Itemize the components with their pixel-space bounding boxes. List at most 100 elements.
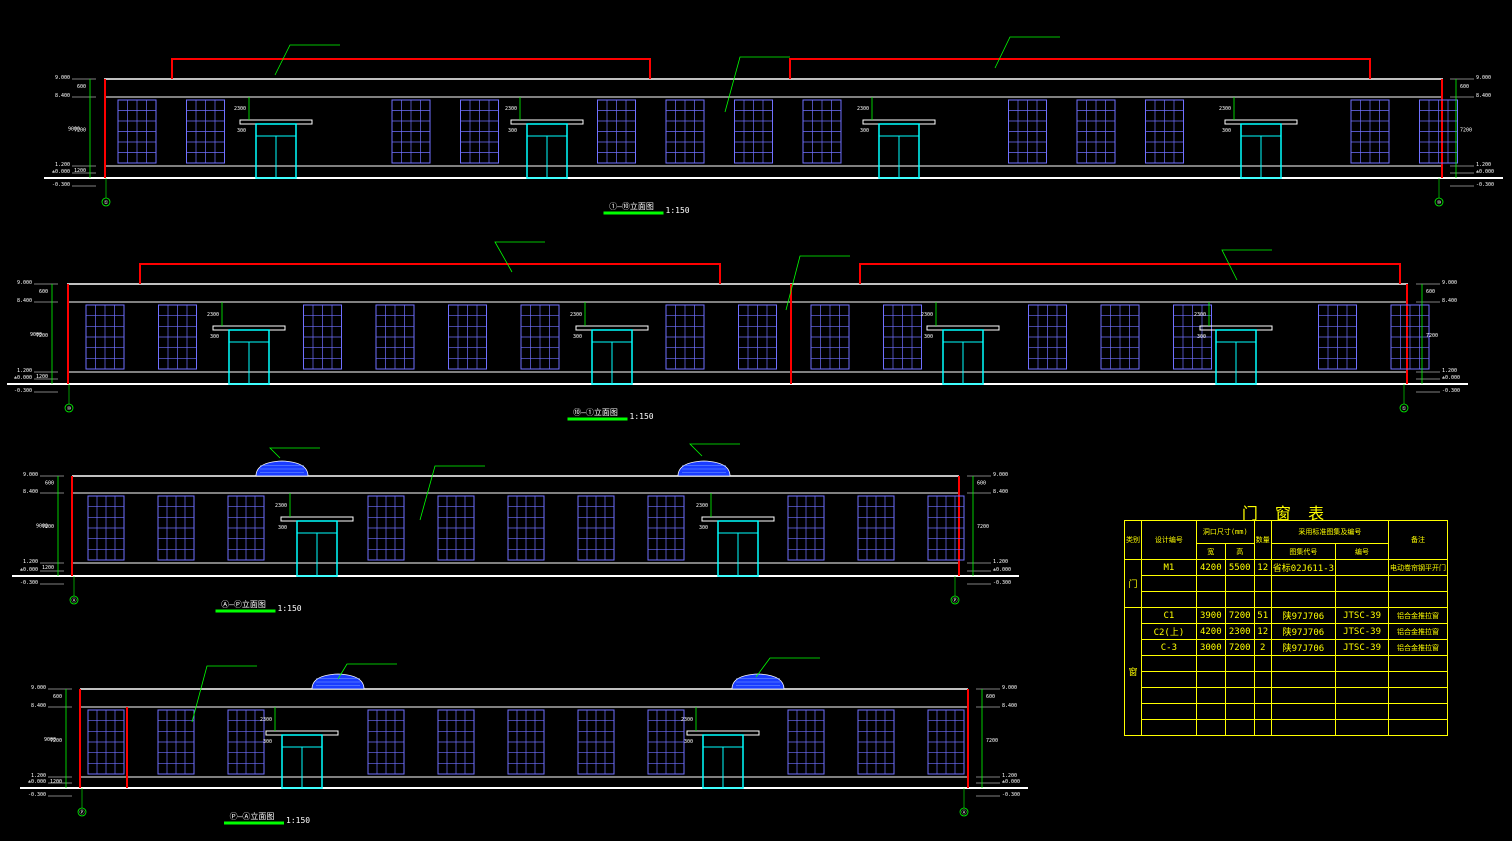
hdr-size: 洞口尺寸(mm) <box>1195 520 1255 544</box>
cell-note: 铝合金推拉窗 <box>1388 607 1448 624</box>
window <box>303 304 342 370</box>
dim-text: 600 <box>1460 84 1469 90</box>
annotation-leader <box>337 663 397 680</box>
window <box>1390 304 1430 370</box>
cell-atlas: 陕97J706 <box>1270 639 1337 656</box>
elevation-scale: 1:150 <box>286 816 310 825</box>
level-mark-right: ±0.000 <box>1442 375 1460 381</box>
dim-text: 1200 <box>50 779 62 785</box>
door-dim-height: 2300 <box>681 717 693 723</box>
window <box>647 495 685 561</box>
axis-label: ⑩ <box>1437 200 1442 206</box>
door-dim-height: 2300 <box>505 106 517 112</box>
door-dim-canopy: 300 <box>699 525 708 531</box>
dim-text: 7200 <box>1460 128 1472 134</box>
cell-code: C1 <box>1141 607 1197 624</box>
elevation-title-text: ⑩–①立面图 <box>573 407 618 417</box>
window <box>186 99 225 164</box>
door-dim-height: 2300 <box>234 106 246 112</box>
door-dim-height: 2300 <box>921 312 933 318</box>
dim-text: 600 <box>77 84 86 90</box>
parapet <box>789 58 1371 79</box>
axis-bubble <box>101 197 111 207</box>
cell-w: 4200 <box>1195 623 1226 640</box>
level-mark-left: 9.000 <box>17 280 32 286</box>
level-mark-left: -0.300 <box>52 182 70 188</box>
table-row: C-3 3000 7200 2 陕97J706 JTSC-39 铝合金推拉窗 <box>1125 639 1448 656</box>
cell-h: 5500 <box>1224 559 1255 576</box>
dim-text: 9000 <box>30 332 42 338</box>
window <box>227 709 265 775</box>
skylight <box>731 673 785 690</box>
window <box>157 495 195 561</box>
level-mark-left: 8.400 <box>23 489 38 495</box>
window <box>665 304 705 370</box>
level-mark-right: ±0.000 <box>1476 169 1494 175</box>
dim-text: 9000 <box>36 524 48 530</box>
cell-num: JTSC-39 <box>1335 623 1389 640</box>
axis-label: ① <box>1402 406 1407 412</box>
door-dim-height: 2300 <box>570 312 582 318</box>
axis-bubble <box>64 403 74 413</box>
window <box>87 495 125 561</box>
door-dim-canopy: 300 <box>924 334 933 340</box>
dim-text: 7200 <box>50 738 62 744</box>
cell-h: 2300 <box>1224 623 1255 640</box>
dim-text: 600 <box>977 481 986 487</box>
parapet <box>171 58 651 79</box>
level-mark-right: 8.400 <box>1476 93 1491 99</box>
door-dim-canopy: 300 <box>684 739 693 745</box>
level-mark-left: 9.000 <box>55 75 70 81</box>
elevation-scale: 1:150 <box>278 604 302 613</box>
cell-w: 3000 <box>1195 639 1226 656</box>
schedule-table: 类别 设计编号 洞口尺寸(mm) 数量 采用标准图集及编号 备注 宽 高 图集代… <box>1124 520 1448 736</box>
window <box>665 99 705 164</box>
level-mark-right: -0.300 <box>993 580 1011 586</box>
window <box>87 709 125 775</box>
window <box>227 495 265 561</box>
window <box>810 304 850 370</box>
annotation-leader <box>269 447 320 459</box>
table-row <box>1125 671 1448 688</box>
dim-text: 600 <box>45 481 54 487</box>
window <box>1350 99 1390 164</box>
level-mark-left: 1.200 <box>55 162 70 168</box>
window <box>507 709 545 775</box>
table-row: 门 M1 4200 5500 12 省标02J611-3 电动卷帘钢平开门 <box>1124 559 1448 608</box>
window <box>85 304 125 370</box>
hdr-type: 类别 <box>1124 520 1142 560</box>
window <box>158 304 197 370</box>
cell-n: 2 <box>1253 639 1272 656</box>
level-mark-right: -0.300 <box>1002 792 1020 798</box>
cell-atlas: 省标02J611-3 <box>1270 559 1337 576</box>
door-dim-height: 2300 <box>857 106 869 112</box>
door-dim-canopy: 300 <box>210 334 219 340</box>
level-mark-left: -0.300 <box>20 580 38 586</box>
parapet <box>859 263 1401 284</box>
axis-bubble <box>1399 403 1409 413</box>
level-mark-left: ±0.000 <box>20 567 38 573</box>
window <box>577 709 615 775</box>
parapet <box>139 263 721 284</box>
level-mark-left: 9.000 <box>23 472 38 478</box>
dim-text: 7200 <box>74 128 86 134</box>
level-mark-left: 1.200 <box>31 773 46 779</box>
axis-bubble <box>1434 197 1444 207</box>
skylight <box>255 460 309 477</box>
window <box>738 304 777 370</box>
level-mark-right: 1.200 <box>1442 368 1457 374</box>
schedule-title: 门 窗 表 <box>1241 504 1331 523</box>
window <box>857 495 895 561</box>
axis-bubble <box>959 807 969 817</box>
window <box>1173 304 1212 370</box>
cell-num: JTSC-39 <box>1335 607 1389 624</box>
cell-num: JTSC-39 <box>1335 639 1389 656</box>
dim-text: 1200 <box>74 168 86 174</box>
